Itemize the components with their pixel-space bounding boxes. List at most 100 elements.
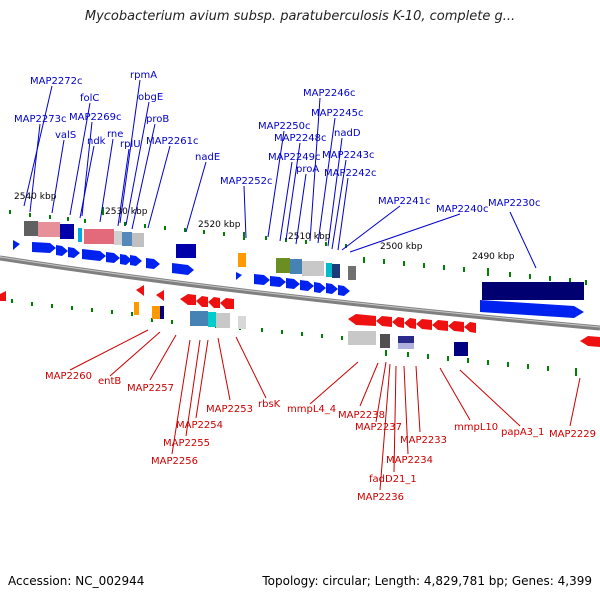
map-title: Mycobacterium avium subsp. paratuberculo… xyxy=(84,9,516,24)
scale-label: 2490 kbp xyxy=(472,252,515,262)
gene-block xyxy=(24,221,38,236)
gene-label: rbsK xyxy=(258,399,281,410)
gene-arrow xyxy=(32,242,56,253)
gene-arrow xyxy=(448,321,464,332)
gene-label: MAP2234 xyxy=(386,455,433,466)
gene-block xyxy=(332,264,340,278)
gene-label: MAP2238 xyxy=(338,410,385,421)
gene-arrow xyxy=(464,322,476,333)
gene-label: folC xyxy=(80,93,99,104)
gene-arrow xyxy=(0,291,6,301)
gene-label: ndk xyxy=(87,136,106,147)
gene-arrow xyxy=(13,240,20,250)
gene-arrow xyxy=(172,263,194,275)
gene-label: MAP2246c xyxy=(303,88,355,99)
gene-block xyxy=(398,343,414,349)
gene-arrow xyxy=(338,285,350,296)
gene-arrow xyxy=(82,249,106,261)
gene-block xyxy=(380,334,390,348)
topology-text: Topology: circular; Length: 4,829,781 bp… xyxy=(262,574,592,588)
gene-block xyxy=(398,336,414,343)
gene-arrow xyxy=(580,336,600,347)
gene-arrow xyxy=(270,276,286,287)
gene-arrow xyxy=(156,290,164,301)
gene-block xyxy=(238,253,246,267)
gene-arrow xyxy=(286,278,300,289)
gene-block xyxy=(208,312,216,327)
gene-block xyxy=(276,258,290,273)
gene-label: MAP2250c xyxy=(258,121,310,132)
gene-label: papA3_1 xyxy=(501,427,544,438)
gene-block xyxy=(454,342,468,356)
gene-arrow xyxy=(196,296,208,307)
gene-block xyxy=(238,316,246,329)
gene-label: MAP2261c xyxy=(146,136,198,147)
gene-label: nadD xyxy=(334,128,361,139)
gene-label: MAP2245c xyxy=(311,108,363,119)
gene-label: mmpL10 xyxy=(454,422,498,433)
gene-block xyxy=(482,282,584,300)
gene-arrow xyxy=(120,254,132,265)
gene-arrow xyxy=(314,282,326,293)
reverse-strand-arrows xyxy=(0,285,600,347)
gene-arrow xyxy=(416,319,432,330)
gene-label: MAP2254 xyxy=(176,420,223,431)
gene-arrow xyxy=(392,317,404,328)
gene-arrow xyxy=(136,285,144,296)
gene-block xyxy=(176,244,196,258)
gene-arrow xyxy=(480,300,584,318)
gene-block xyxy=(78,228,82,242)
gene-label: MAP2243c xyxy=(322,150,374,161)
gene-label: valS xyxy=(55,130,76,141)
gene-label: MAP2273c xyxy=(14,114,66,125)
gene-arrow xyxy=(236,272,242,280)
gene-block xyxy=(348,266,356,280)
gene-label: obgE xyxy=(138,92,163,103)
gene-label: mmpL4_4 xyxy=(287,404,336,415)
reverse-gene-labels: MAP2260 entB MAP2257 MAP2253 rbsK MAP225… xyxy=(45,371,596,503)
gene-label: MAP2229 xyxy=(549,429,596,440)
gene-label: proA xyxy=(296,164,319,175)
gene-block xyxy=(38,222,60,237)
gene-block xyxy=(134,302,139,315)
gene-block xyxy=(326,263,332,277)
gene-block xyxy=(348,331,376,345)
gene-arrow xyxy=(106,252,120,263)
gene-label: rpmA xyxy=(130,70,157,81)
gene-label: fadD21_1 xyxy=(369,474,417,485)
gene-arrow xyxy=(432,320,448,331)
gene-block xyxy=(190,311,208,326)
gene-label: MAP2248c xyxy=(274,133,326,144)
gene-block xyxy=(216,313,230,328)
gene-arrow xyxy=(56,245,68,256)
gene-label: MAP2260 xyxy=(45,371,92,382)
gene-block xyxy=(302,261,324,276)
gene-arrow xyxy=(326,283,338,294)
gene-label: MAP2256 xyxy=(151,456,198,467)
gene-block xyxy=(84,229,114,244)
reverse-strand-genes xyxy=(134,302,468,356)
forward-gene-labels: MAP2272c rpmA MAP2273c folC obgE MAP2269… xyxy=(14,70,540,215)
gene-label: entB xyxy=(98,376,121,387)
gene-label: MAP2230c xyxy=(488,198,540,209)
gene-label: MAP2242c xyxy=(324,168,376,179)
scale-label: 2510 kbp xyxy=(288,232,331,242)
gene-label: nadE xyxy=(195,152,220,163)
gene-label: MAP2233 xyxy=(400,435,447,446)
gene-arrow xyxy=(348,314,376,326)
scale-label: 2540 kbp xyxy=(14,192,57,202)
gene-block xyxy=(132,233,144,247)
gene-label: MAP2257 xyxy=(127,383,174,394)
gene-block xyxy=(160,306,164,319)
gene-label: MAP2252c xyxy=(220,176,272,187)
gene-arrow xyxy=(376,316,392,327)
scale-labels: 2540 kbp 2530 kbp 2520 kbp 2510 kbp 2500… xyxy=(14,192,515,262)
gene-block xyxy=(114,231,122,245)
gene-block xyxy=(60,224,74,239)
gene-label: rne xyxy=(107,129,123,140)
gene-arrow xyxy=(404,318,416,329)
scale-label: 2500 kbp xyxy=(380,242,423,252)
gene-label: rplU xyxy=(120,139,141,150)
reverse-leader-lines xyxy=(69,329,581,491)
